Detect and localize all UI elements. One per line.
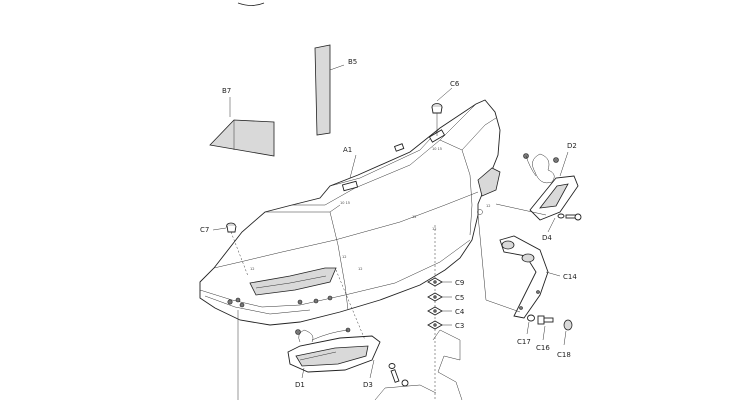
- part-d2[interactable]: D2: [495, 142, 579, 221]
- label-d2: D2: [567, 142, 577, 150]
- part-c17[interactable]: C17: [517, 314, 535, 346]
- label-c3: C3: [455, 322, 464, 330]
- part-c3[interactable]: C3: [427, 320, 464, 330]
- top-partial-outline: [237, 2, 265, 6]
- part-d3[interactable]: D3: [335, 269, 409, 389]
- part-c4[interactable]: C4: [427, 306, 465, 316]
- part-d4[interactable]: D4: [542, 213, 582, 242]
- part-b5[interactable]: B5: [314, 44, 357, 136]
- label-c14: C14: [563, 273, 577, 281]
- mark-4: 12: [358, 267, 362, 271]
- part-c5[interactable]: C5: [427, 292, 464, 302]
- label-c18: C18: [557, 351, 571, 359]
- part-d1[interactable]: D1: [287, 327, 381, 389]
- label-c7: C7: [200, 226, 209, 234]
- part-c9[interactable]: C9: [427, 277, 464, 287]
- mark-3: 12: [412, 215, 416, 219]
- svg-text:12: 12: [432, 227, 436, 231]
- part-a1-body[interactable]: 10 15 10 15 12 12 12 12 12 A1: [199, 99, 501, 326]
- label-d1: D1: [295, 381, 305, 389]
- part-b7[interactable]: B7: [209, 87, 275, 157]
- part-b5-shape: [314, 44, 331, 136]
- label-d4: D4: [542, 234, 552, 242]
- mark-7: 12: [486, 204, 490, 208]
- label-b7: B7: [222, 87, 231, 95]
- label-d3: D3: [363, 381, 373, 389]
- part-c6[interactable]: C6: [431, 80, 460, 136]
- mark-6: 12: [342, 255, 346, 259]
- headlight-recess-left: [249, 267, 337, 296]
- label-c6: C6: [450, 80, 460, 88]
- part-c7[interactable]: C7: [200, 222, 249, 277]
- mark-5: 12: [250, 267, 254, 271]
- label-c16: C16: [536, 344, 550, 352]
- mark-1: 10 15: [340, 201, 350, 205]
- label-c5: C5: [455, 294, 464, 302]
- label-c17: C17: [517, 338, 531, 346]
- part-c16[interactable]: C16: [536, 315, 554, 352]
- mark-2: 10 15: [432, 147, 442, 151]
- part-c18[interactable]: C18: [557, 319, 573, 359]
- part-c14[interactable]: C14: [477, 214, 577, 319]
- part-b7-shape: [209, 119, 275, 157]
- part-stack: 12: [432, 225, 436, 400]
- lower-frame: [237, 310, 463, 400]
- label-a1: A1: [343, 146, 352, 154]
- label-c9: C9: [455, 279, 464, 287]
- label-c4: C4: [455, 308, 465, 316]
- label-b5: B5: [348, 58, 357, 66]
